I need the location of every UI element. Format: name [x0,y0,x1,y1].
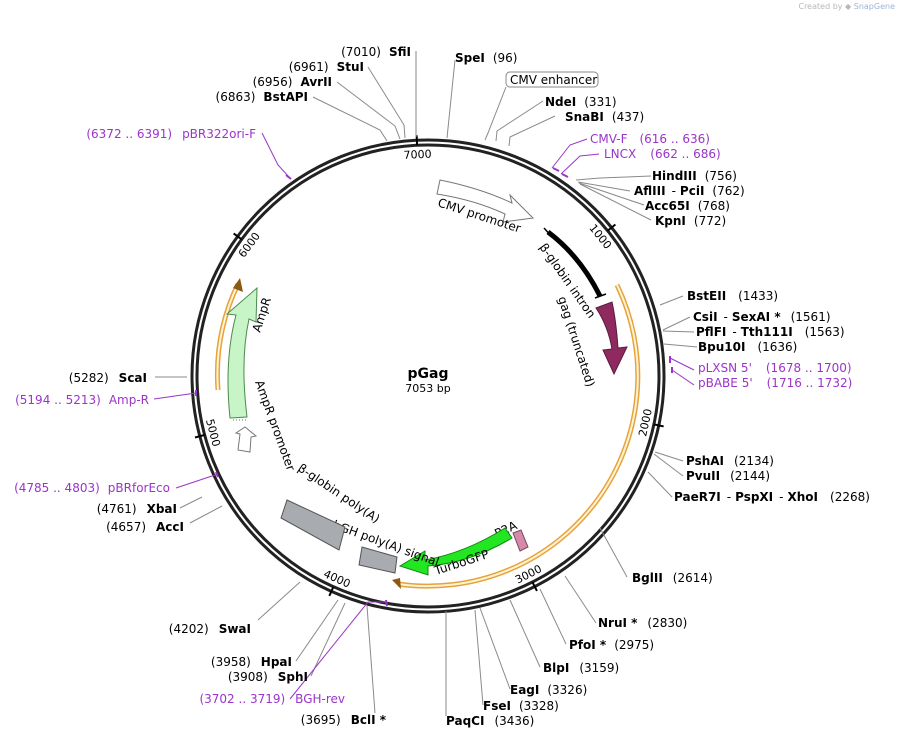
site-blpI: BlpI(3159) [543,661,619,675]
gag-orf-arrowhead [392,578,401,589]
intron-end-cap [594,293,607,299]
tick-mark-3000 [531,581,538,592]
backbone-outer-strand [190,138,666,614]
site-accI: (4657)AccI [106,520,184,534]
site-ndeI: NdeI(331) [545,95,617,109]
site-csiI-sexAI: CsiI-SexAI *(1561) [693,310,831,324]
cmv-enhancer-box [505,71,599,88]
primer-lncx: LNCX(662 .. 686) [604,147,721,161]
site-leader-lines [155,51,698,716]
site-fseI: FseI(3328) [483,699,559,713]
site-nruI: NruI *(2830) [598,616,687,630]
tick-mark-6000 [233,232,243,241]
cmv-enhancer-label: CMV enhancer [510,73,597,87]
site-pvuII: PvuII(2144) [686,469,770,483]
site-kpnI: KpnI(772) [655,214,726,228]
snapgene-credit: Created by ◆ SnapGene [798,2,895,11]
primer-pbrforeco: (4785 .. 4803)pBRforEco [14,481,170,495]
beta-globin-intron-bar [546,230,603,298]
credit-brand: SnapGene [853,2,895,11]
primer-cmv-f: CMV-F(616 .. 636) [590,132,710,146]
plasmid-size: 7053 bp [405,382,450,395]
primer-plxsn-5: pLXSN 5'(1678 .. 1700) [698,361,852,375]
tick-label-7000: 7000 [403,148,432,162]
site-bpu10I: Bpu10I(1636) [698,340,797,354]
site-bstAPI: (6863)BstAPI [216,90,308,104]
beta-globin-polya-box [280,499,346,551]
site-pflFI-tth111I: PflFI-Tth111I(1563) [696,325,845,339]
site-hpaI: (3958)HpaI [211,655,292,669]
primer-pbr322ori-f: (6372 .. 6391)pBR322ori-F [86,127,256,141]
snapgene-logo-icon: ◆ [845,2,852,11]
primer-amp-r: (5194 .. 5213)Amp-R [15,393,149,407]
tick-label-2000: 2000 [636,408,655,438]
site-aflIII-pciI: AflIII-PciI(762) [634,184,745,198]
credit-prefix: Created by [798,2,843,11]
site-bclI: (3695)BclI * [301,713,387,727]
cmv-enhancer-leader [484,86,507,141]
ampr-promoter-label: AmpR promoter [252,378,298,472]
site-sphI: (3908)SphI [228,670,308,684]
site-paqCI: PaqCI(3436) [446,714,534,728]
p2a-box [512,529,529,552]
site-avrII: (6956)AvrII [253,75,332,89]
site-xbaI: (4761)XbaI [97,502,177,516]
site-acc65I: Acc65I(768) [645,199,730,213]
site-bstEII: BstEII(1433) [687,289,778,303]
plasmid-name: pGag [408,366,449,382]
site-sfiI: (7010)SfiI [341,45,411,59]
site-bglII: BglII(2614) [632,571,713,585]
site-snabI: SnaBI(437) [565,110,644,124]
site-stuI: (6961)StuI [289,60,364,74]
site-pfoI: PfoI *(2975) [569,638,654,652]
backbone-inner-strand [195,143,661,609]
intron-start-cap [543,227,553,238]
site-hindIII: HindIII(756) [652,169,737,183]
gag-orf-arc-highlight [397,284,639,588]
ampr-arrow [225,286,258,419]
site-scaI: (5282)ScaI [69,371,147,385]
site-eagI: EagI(3326) [510,683,587,697]
primer-pbabe-5: pBABE 5'(1716 .. 1732) [698,376,852,390]
primer-marks [195,167,673,607]
bgh-polya-box [358,546,398,574]
primer-leader-lines [153,132,695,700]
ampr-promoter-arrow [234,426,258,453]
primer-bgh-rev: (3702 .. 3719)BGH-rev [199,692,345,706]
gag-arrow [595,301,628,376]
tick-mark-5000 [194,433,205,439]
tick-mark-4000 [328,586,335,597]
site-paeR7I-pspXI-xhoI: PaeR7I-PspXI-XhoI(2268) [674,490,870,504]
site-swaI: (4202)SwaI [169,622,251,636]
site-speI: SpeI(96) [455,51,517,65]
cmv-promoter-arrow [436,179,535,223]
turbogfp-arrow [398,527,513,576]
ampr-orf-arc-highlight [216,283,239,391]
site-pshAI: PshAI(2134) [686,454,774,468]
ampr-orf-arrowhead [233,278,243,292]
tick-mark-1000 [606,223,617,232]
tick-mark-2000 [653,423,664,428]
